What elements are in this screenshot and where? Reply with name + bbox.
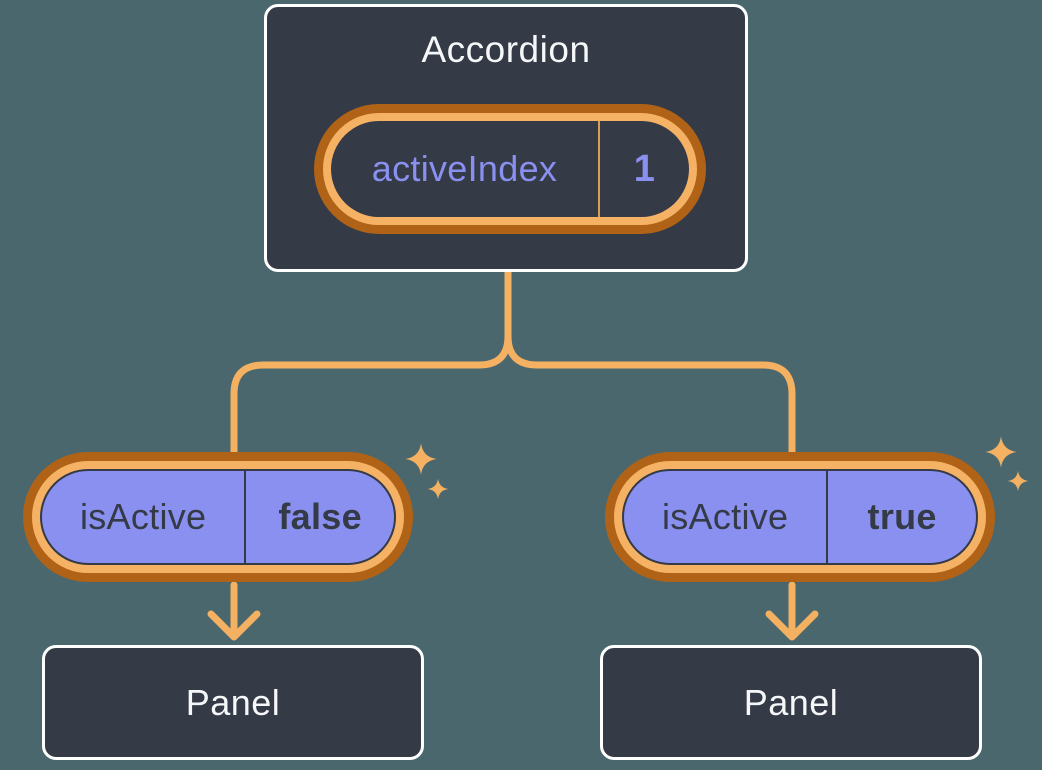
- state-pill-isactive-right: isActive true: [605, 452, 995, 582]
- state-value: 1: [633, 147, 656, 190]
- arrow-down-right: [765, 581, 819, 641]
- panel-box-right: Panel: [600, 645, 982, 760]
- sparkle-icon: [405, 443, 437, 475]
- panel-box-left: Panel: [42, 645, 424, 760]
- state-pill-content: activeIndex 1: [331, 121, 689, 217]
- tree-connector-right: [504, 268, 796, 474]
- state-pill-divider: [598, 121, 600, 217]
- sparkle-icon: [1007, 470, 1029, 492]
- state-pill-divider: [826, 471, 829, 563]
- state-pill-divider: [244, 471, 247, 563]
- state-pill-content: isActive false: [40, 469, 396, 565]
- accordion-component-box: Accordion activeIndex 1: [264, 4, 748, 272]
- state-name: isActive: [79, 496, 207, 537]
- tree-connector-left: [230, 268, 512, 474]
- sparkle-icon: [427, 478, 449, 500]
- arrow-down-left: [207, 581, 261, 641]
- state-name: activeIndex: [371, 148, 558, 189]
- state-pill-content: isActive true: [622, 469, 978, 565]
- state-pill-isactive-left: isActive false: [23, 452, 413, 582]
- state-value: true: [867, 496, 937, 537]
- sparkle-icon: [985, 436, 1017, 468]
- accordion-title: Accordion: [421, 29, 591, 70]
- state-value: false: [278, 496, 362, 537]
- state-name: isActive: [661, 496, 789, 537]
- state-pill-activeindex: activeIndex 1: [314, 104, 706, 234]
